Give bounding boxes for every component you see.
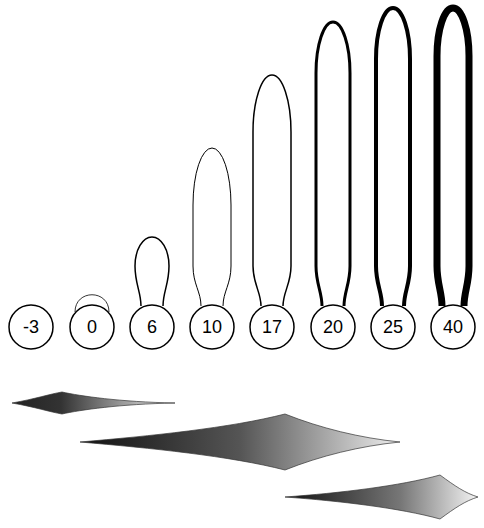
stage-number: 25 <box>383 317 403 338</box>
expression-spindle <box>80 414 400 470</box>
stage-circle: 25 <box>370 304 416 350</box>
stage-circle: 10 <box>189 304 235 350</box>
growth-tube <box>193 148 231 306</box>
growth-tube <box>253 75 291 306</box>
stage-number: -3 <box>23 317 39 338</box>
stage-number: 20 <box>323 317 343 338</box>
stage-circle: 20 <box>310 304 356 350</box>
stage-number: 6 <box>147 317 157 338</box>
stage-circle: 0 <box>69 304 115 350</box>
stage-number: 17 <box>262 317 282 338</box>
growth-tube <box>135 237 169 306</box>
growth-tube <box>316 22 350 306</box>
stage-number: 0 <box>87 317 97 338</box>
stage-circle: -3 <box>8 304 54 350</box>
expression-spindle <box>285 475 478 519</box>
stage-circle: 40 <box>430 304 476 350</box>
stage-number: 10 <box>202 317 222 338</box>
expression-spindle <box>12 392 175 414</box>
growth-tube <box>376 8 410 306</box>
stage-circle: 6 <box>129 304 175 350</box>
growth-tube <box>437 8 469 306</box>
stage-number: 40 <box>443 317 463 338</box>
stage-circle: 17 <box>249 304 295 350</box>
